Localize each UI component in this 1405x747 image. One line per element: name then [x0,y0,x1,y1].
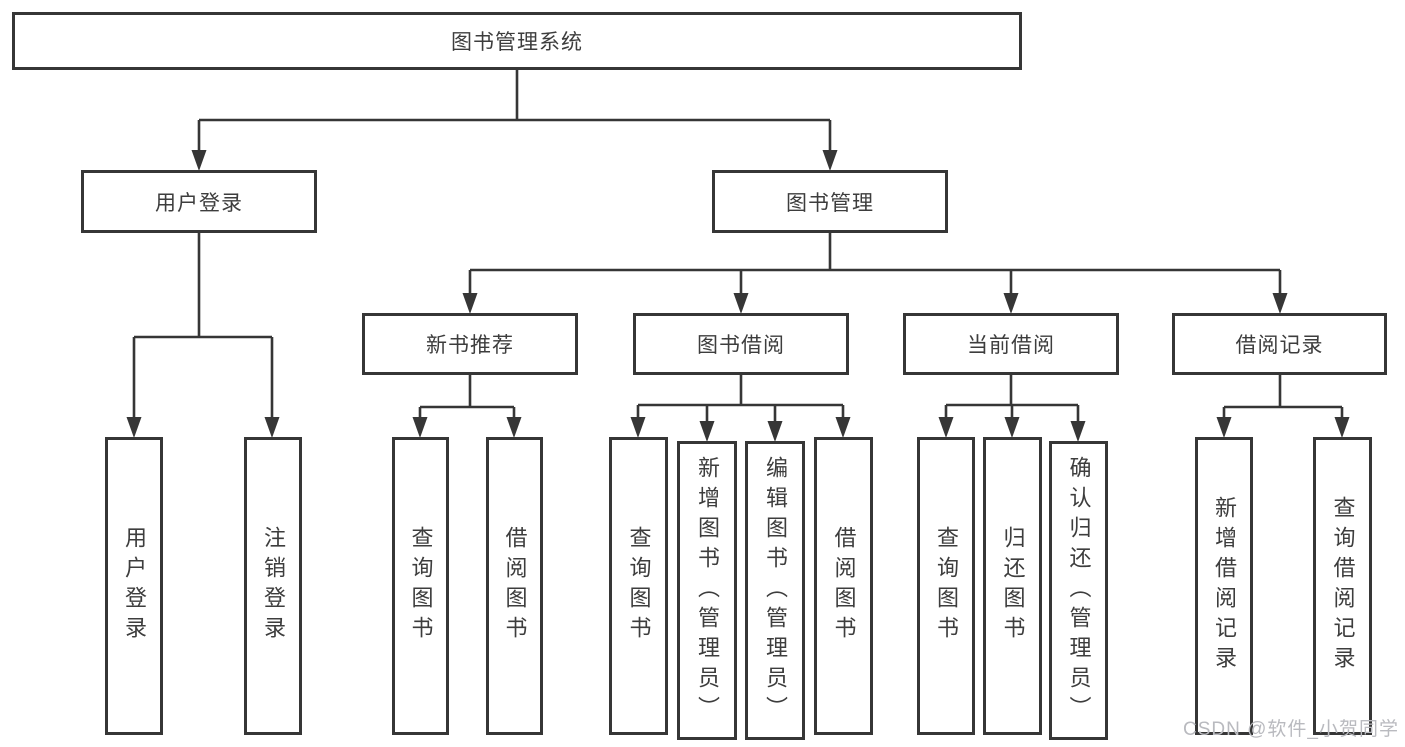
leaf-query-borrow-record-label: 查询借阅记录 [1330,496,1356,676]
leaf-logout-label: 注销登录 [261,526,286,646]
arrowhead-icon [938,417,954,438]
watermark: CSDN @软件_小贺同学 [1183,719,1399,740]
connector-new-book-to-leaves [418,375,516,419]
leaf-borrow-book-recommend: 借阅图书 [486,437,543,735]
leaf-logout: 注销登录 [244,437,302,735]
node-user-login: 用户登录 [81,170,317,233]
node-book-borrow: 图书借阅 [633,313,849,375]
leaf-query-borrow-record: 查询借阅记录 [1313,437,1372,735]
arrowhead-icon [630,417,646,438]
arrowhead-icon [191,150,207,171]
leaf-query-book-recommend: 查询图书 [392,437,449,735]
leaf-edit-book-admin-label: 编辑图书（管理员） [763,455,788,726]
leaf-user-login: 用户登录 [105,437,163,735]
arrowhead-icon [1070,421,1086,442]
arrowhead-icon [126,417,142,438]
arrowhead-icon [462,293,478,314]
arrowhead-icon [699,421,715,442]
leaf-return-book-label: 归还图书 [1000,526,1026,646]
node-borrow-records: 借阅记录 [1172,313,1387,375]
node-book-management-label: 图书管理 [786,191,874,215]
node-current-borrow-label: 当前借阅 [967,334,1055,357]
connector-book-mgmt-to-groups [468,233,1282,295]
arrowhead-icon [506,417,522,438]
arrowhead-icon [1334,417,1350,438]
node-book-management: 图书管理 [712,170,948,233]
leaf-confirm-return-admin: 确认归还（管理员） [1049,441,1108,740]
leaf-add-book-admin-label: 新增图书（管理员） [695,455,720,726]
leaf-query-book-current-label: 查询图书 [934,526,959,646]
node-new-book-recommend: 新书推荐 [362,313,578,375]
connector-book-borrow-to-leaves [636,375,845,423]
connector-current-borrow-to-leaves [944,375,1080,423]
leaf-add-borrow-record: 新增借阅记录 [1195,437,1253,735]
node-root: 图书管理系统 [12,12,1022,70]
arrowhead-icon [1004,417,1020,438]
leaf-query-book-borrow-label: 查询图书 [626,526,652,646]
arrowheads [126,150,1350,442]
connector-user-login-to-leaves [132,233,274,419]
leaf-add-book-admin: 新增图书（管理员） [677,441,737,740]
arrowhead-icon [1272,293,1288,314]
node-borrow-records-label: 借阅记录 [1235,334,1324,357]
leaf-query-book-current: 查询图书 [917,437,975,735]
node-root-label: 图书管理系统 [451,31,583,54]
arrowhead-icon [822,150,838,171]
arrowhead-icon [733,293,749,314]
arrowhead-icon [264,417,280,438]
connector-borrow-records-to-leaves [1222,375,1344,419]
leaf-query-book-borrow: 查询图书 [609,437,668,735]
leaf-borrow-book: 借阅图书 [814,437,873,735]
node-user-login-label: 用户登录 [155,191,243,215]
arrowhead-icon [1003,293,1019,314]
leaf-edit-book-admin: 编辑图书（管理员） [745,441,805,740]
arrowhead-icon [767,421,783,442]
leaf-return-book: 归还图书 [983,437,1042,735]
leaf-add-borrow-record-label: 新增借阅记录 [1212,496,1237,676]
arrowhead-icon [1216,417,1232,438]
arrowhead-icon [412,417,428,438]
node-book-borrow-label: 图书借阅 [697,334,785,357]
arrowhead-icon [835,417,851,438]
leaf-borrow-book-label: 借阅图书 [831,526,857,646]
node-current-borrow: 当前借阅 [903,313,1119,375]
leaf-user-login-label: 用户登录 [122,526,147,646]
leaf-borrow-book-recommend-label: 借阅图书 [502,526,528,646]
node-new-book-recommend-label: 新书推荐 [426,334,514,357]
leaf-confirm-return-admin-label: 确认归还（管理员） [1066,455,1092,726]
connector-root-to-level2 [197,70,832,152]
leaf-query-book-recommend-label: 查询图书 [408,526,434,646]
